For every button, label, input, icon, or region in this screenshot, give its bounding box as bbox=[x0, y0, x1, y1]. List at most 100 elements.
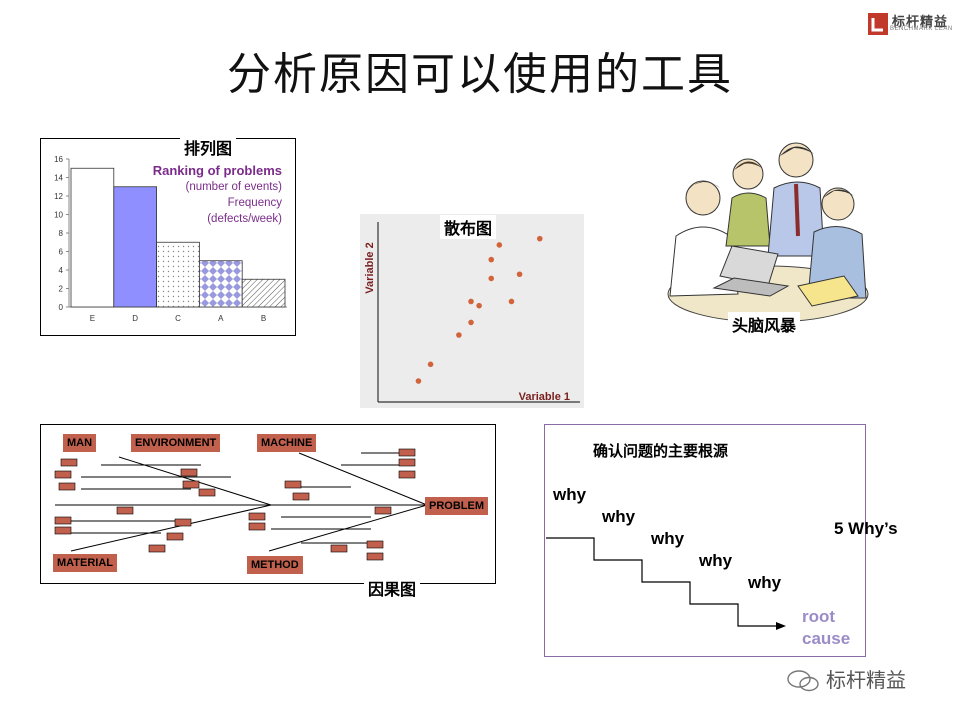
pareto-xtick-label: C bbox=[175, 314, 181, 323]
cause-box bbox=[366, 540, 384, 549]
pareto-ytick-label: 2 bbox=[59, 285, 64, 294]
pareto-ytick-label: 8 bbox=[59, 229, 64, 238]
cause-box bbox=[116, 506, 134, 515]
slide-title: 分析原因可以使用的工具 bbox=[227, 49, 733, 100]
fishbone-tag-machine: MACHINE bbox=[257, 434, 317, 452]
scatter-point bbox=[488, 275, 495, 282]
logo-subtitle: BENCHMARK LEAN bbox=[890, 26, 953, 32]
why-step-2: why bbox=[602, 507, 636, 526]
pareto-ytick-label: 4 bbox=[59, 266, 64, 275]
arrow-head-icon bbox=[776, 622, 786, 630]
pareto-legend: Ranking of problems (number of events) F… bbox=[118, 163, 282, 227]
brainstorm-people-illustration bbox=[667, 142, 869, 323]
why-step-5: why bbox=[748, 573, 782, 592]
cause-box bbox=[330, 544, 348, 553]
scatter-xlabel: Variable 1 bbox=[519, 391, 570, 403]
scatter-point bbox=[496, 242, 503, 248]
fishbone-diagram bbox=[54, 448, 428, 561]
five-whys-panel bbox=[544, 424, 866, 657]
scatter-chart: Variable 2 Variable 1 bbox=[364, 222, 580, 403]
scatter-point bbox=[476, 302, 482, 309]
pareto-ytick-label: 10 bbox=[54, 211, 63, 220]
person-head bbox=[778, 142, 814, 178]
person-hair bbox=[734, 161, 762, 170]
papers-shape bbox=[797, 275, 859, 307]
five-whys-label: 5 Why’s bbox=[834, 519, 898, 538]
root-cause-label: root cause bbox=[802, 606, 850, 650]
cause-box bbox=[398, 458, 416, 467]
cause-box bbox=[374, 506, 392, 515]
pareto-legend-line2: Frequency bbox=[227, 197, 282, 209]
cause-box bbox=[182, 480, 200, 489]
cause-box bbox=[148, 544, 166, 553]
cause-box bbox=[174, 518, 192, 527]
cause-box bbox=[180, 468, 198, 477]
cause-box bbox=[366, 552, 384, 561]
scatter-point bbox=[508, 298, 515, 305]
five-whys-staircase bbox=[546, 537, 786, 630]
benchmark-lean-logo bbox=[868, 13, 888, 35]
logo-text: 标杆精益 bbox=[892, 15, 949, 30]
pareto-xtick-label: A bbox=[218, 314, 224, 323]
person-hair bbox=[823, 189, 854, 198]
cause-box bbox=[198, 488, 216, 497]
scatter-point bbox=[468, 319, 474, 326]
scatter-point bbox=[536, 235, 543, 242]
watermark-text: 标杆精益 bbox=[826, 668, 906, 692]
pareto-ytick-label: 14 bbox=[54, 174, 63, 183]
pareto-xtick-label: D bbox=[132, 314, 138, 323]
fishbone-panel: MAN ENVIRONMENT MACHINE PROBLEM MATERIAL… bbox=[40, 424, 496, 584]
laptop-base bbox=[712, 277, 790, 297]
scatter-point bbox=[456, 332, 462, 338]
brainstorm-label: 头脑风暴 bbox=[728, 312, 801, 336]
fishbone-tag-problem: PROBLEM bbox=[425, 497, 488, 515]
cause-box bbox=[398, 448, 416, 457]
scatter-point bbox=[468, 298, 474, 305]
pareto-label: 排列图 bbox=[180, 135, 237, 159]
root-cause-line1: root bbox=[802, 607, 836, 626]
logo-mark-stroke bbox=[871, 18, 883, 32]
pareto-bar bbox=[156, 241, 200, 308]
pareto-legend-line1: (number of events) bbox=[185, 181, 282, 193]
cause-box bbox=[166, 532, 184, 541]
scatter-point bbox=[427, 361, 434, 368]
cause-box bbox=[54, 526, 72, 535]
cause-box bbox=[54, 516, 72, 525]
pareto-ytick-label: 12 bbox=[54, 192, 63, 201]
cause-box bbox=[292, 492, 310, 501]
pareto-bar bbox=[241, 278, 286, 308]
person-head bbox=[821, 187, 855, 221]
fishbone-tag-man: MAN bbox=[63, 434, 97, 452]
pareto-ytick-label: 16 bbox=[54, 155, 63, 164]
cause-box bbox=[54, 470, 72, 479]
pareto-ytick-label: 6 bbox=[59, 248, 64, 257]
pareto-bar bbox=[70, 167, 115, 308]
fishbone-tag-environment: ENVIRONMENT bbox=[131, 434, 221, 452]
cause-box bbox=[58, 482, 76, 491]
wechat-icon bbox=[787, 670, 819, 692]
cause-box bbox=[398, 470, 416, 479]
pareto-xtick-label: B bbox=[261, 314, 266, 323]
fishbone-tag-material: MATERIAL bbox=[53, 554, 118, 572]
person-head bbox=[685, 180, 721, 216]
pareto-bar bbox=[198, 260, 243, 308]
scatter-ylabel: Variable 2 bbox=[364, 242, 376, 293]
fishbone-label: 因果图 bbox=[364, 576, 421, 600]
fishbone-cause-boxes bbox=[54, 448, 416, 561]
fishbone-tag-method: METHOD bbox=[247, 556, 303, 574]
pareto-legend-title: Ranking of problems bbox=[152, 163, 282, 178]
person-hair bbox=[780, 146, 814, 156]
fishbone-lines bbox=[55, 452, 428, 552]
scatter-point bbox=[488, 256, 495, 263]
cause-box bbox=[248, 522, 266, 531]
scatter-chart-panel: Variable 2 Variable 1 bbox=[360, 214, 584, 408]
pareto-ytick-label: 0 bbox=[59, 303, 64, 312]
pareto-legend-line3: (defects/week) bbox=[207, 213, 282, 225]
tie-shape bbox=[794, 183, 800, 237]
logo-mark bbox=[868, 13, 888, 35]
scatter-point bbox=[415, 378, 422, 384]
staircase-line bbox=[546, 537, 776, 627]
scatter-label: 散布图 bbox=[440, 215, 497, 239]
